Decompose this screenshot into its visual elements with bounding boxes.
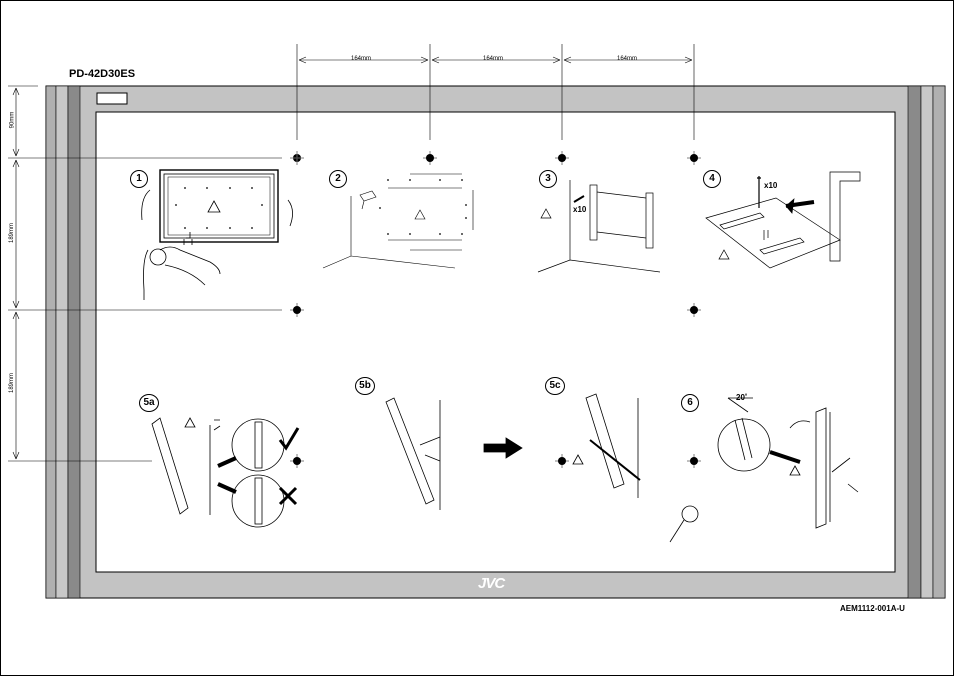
step-number-5a: 5a [139,394,159,412]
vertical-dimension-lines [8,85,282,462]
step-number-6: 6 [681,394,699,412]
step4-illustration [705,171,861,269]
dim-v3: 189mm [9,372,16,394]
step1-illustration [141,169,293,300]
step-number-2: 2 [329,170,347,188]
step-number-5b: 5b [355,377,375,395]
step-number-5c: 5c [545,377,565,395]
dim-v1: 90mm [9,111,16,129]
step5b-illustration [385,397,523,510]
model-number: PD-42D30ES [69,68,136,80]
step5c-illustration [572,393,699,543]
document-number: AEM1112-001A-U [840,604,905,613]
step5a-illustration [151,417,300,528]
dim-h2: 164mm [483,56,504,62]
step-number-1: 1 [130,170,148,188]
dim-h1: 164mm [351,56,372,62]
step3-illustration [537,180,661,273]
jvc-logo: JVC [478,575,505,592]
screw-quantity-step3: x10 [573,205,587,214]
dim-h3: 164mm [617,56,638,62]
tilt-angle-label: 20˚ [736,393,748,402]
step-number-4: 4 [703,170,721,188]
step2-illustration [322,173,474,269]
step6-illustration [717,397,859,529]
horizontal-dimension-lines [296,44,695,140]
step-number-3: 3 [539,170,557,188]
label-box [96,92,128,105]
screw-quantity-step4: x10 [764,181,778,190]
mounting-hole-marks [290,151,701,468]
dim-v2: 189mm [9,222,16,244]
